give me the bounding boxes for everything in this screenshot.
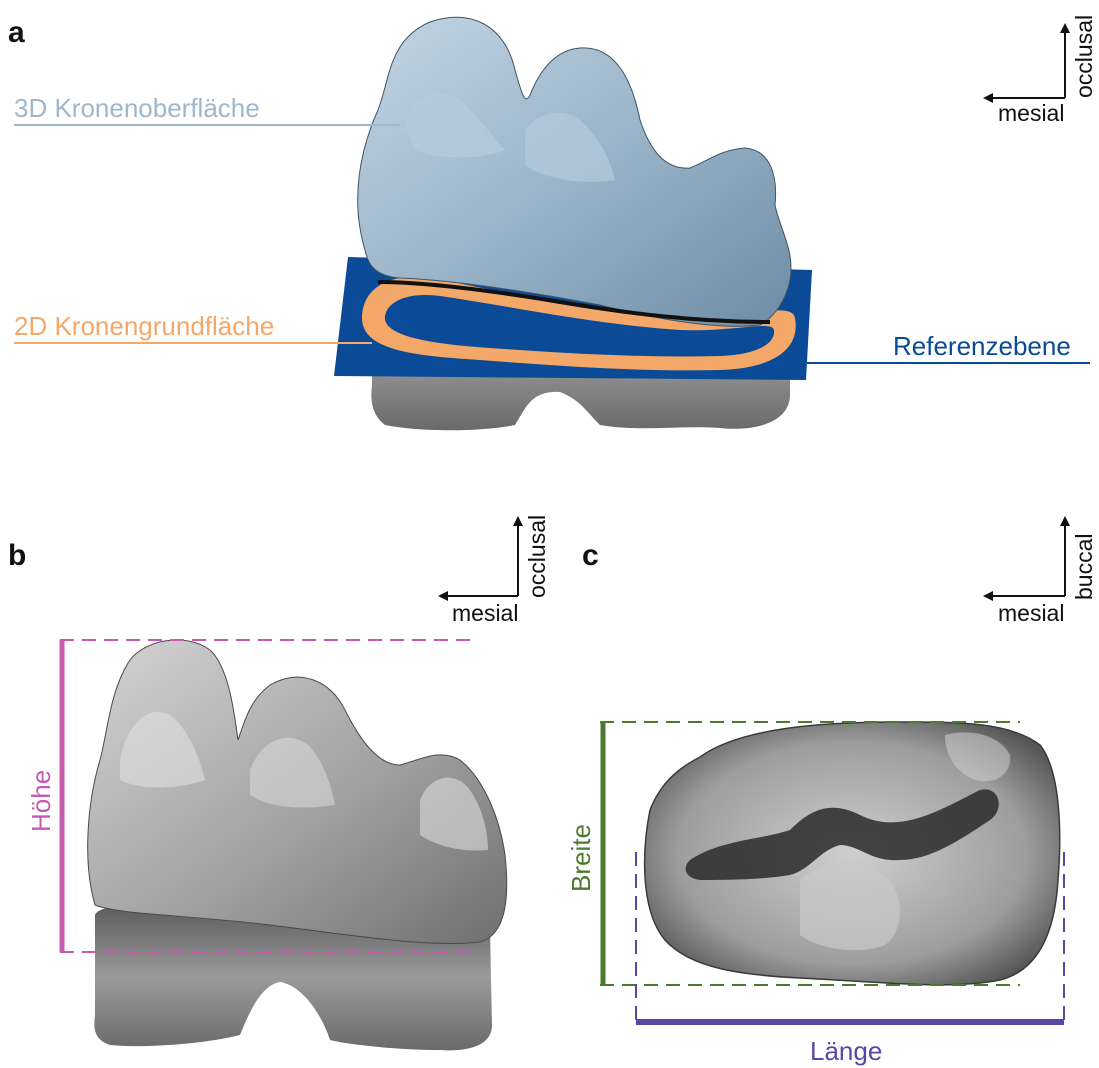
panel-letter-c: c — [582, 539, 599, 572]
axis-label-buccal: buccal — [1071, 534, 1097, 600]
crown-surface-label: 3D Kronenoberfläche — [14, 93, 260, 123]
crown-base-label: 2D Kronengrundfläche — [14, 311, 274, 341]
panel-a: a 3D Kronenoberfläche 2D Kronengrundfläc… — [8, 15, 1097, 430]
orientation-indicator-c: buccal mesial — [985, 518, 1097, 626]
panel-b: b Höhe occlusal mesial — [8, 515, 550, 1050]
panel-letter-a: a — [8, 16, 25, 49]
axis-label-mesial: mesial — [998, 100, 1064, 126]
panel-c: c Breite Länge buccal mesial — [566, 518, 1097, 1066]
axis-label-occlusal: occlusal — [1071, 15, 1097, 98]
orientation-indicator-b: occlusal mesial — [440, 515, 550, 626]
height-label: Höhe — [26, 770, 56, 832]
reference-plane-label: Referenzebene — [893, 331, 1071, 361]
axis-label-occlusal: occlusal — [524, 515, 550, 598]
width-label: Breite — [566, 824, 596, 892]
axis-label-mesial: mesial — [998, 600, 1064, 626]
panel-c-cusp-highlight — [800, 864, 900, 950]
length-label: Länge — [810, 1036, 882, 1066]
axis-label-mesial: mesial — [452, 600, 518, 626]
panel-letter-b: b — [8, 539, 26, 572]
orientation-indicator-a: occlusal mesial — [985, 15, 1097, 126]
